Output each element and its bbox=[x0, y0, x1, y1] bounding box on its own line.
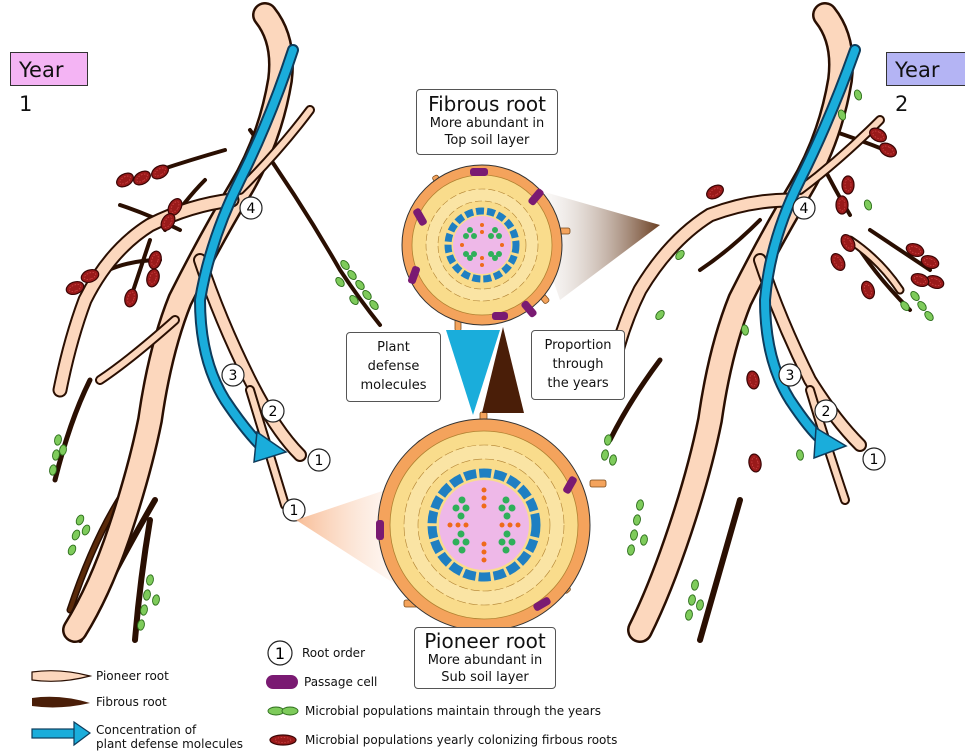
root-order-marker-1: 1 bbox=[863, 448, 885, 470]
legend-fibrous-root-icon bbox=[32, 697, 90, 708]
year1-root-system: 4 3 2 1 1 bbox=[49, 15, 380, 640]
legend-passage-cell-label: Passage cell bbox=[304, 675, 377, 689]
svg-text:3: 3 bbox=[786, 368, 795, 384]
svg-text:4: 4 bbox=[800, 201, 809, 217]
svg-text:1: 1 bbox=[290, 503, 299, 519]
pioneer-root-title: Pioneer root bbox=[415, 630, 555, 652]
root-order-marker-2: 2 bbox=[262, 400, 284, 422]
legend-red-microbe-icon bbox=[270, 735, 296, 745]
legend-root-order-label: Root order bbox=[302, 646, 365, 660]
plant-defense-callout: Plant defense molecules bbox=[346, 332, 441, 402]
svg-text:1: 1 bbox=[870, 452, 879, 468]
fibrous-root-callout: Fibrous root More abundant in Top soil l… bbox=[416, 89, 558, 155]
legend-microbes-colonizing-label: Microbial populations yearly colonizing … bbox=[305, 733, 617, 747]
legend-root-order-icon: 1 bbox=[268, 641, 292, 665]
fibrous-root-title: Fibrous root bbox=[417, 93, 557, 115]
svg-text:4: 4 bbox=[247, 201, 256, 217]
legend-concentration-label-line2: plant defense molecules bbox=[96, 737, 243, 751]
svg-text:1: 1 bbox=[315, 453, 324, 469]
legend-defense-arrow-icon bbox=[32, 722, 90, 745]
svg-text:3: 3 bbox=[229, 368, 238, 384]
pioneer-root-callout: Pioneer root More abundant in Sub soil l… bbox=[414, 627, 556, 689]
fibrous-root-line2: Top soil layer bbox=[417, 132, 557, 149]
plant-defense-line2: defense bbox=[347, 357, 440, 376]
root-order-marker-2: 2 bbox=[815, 400, 837, 422]
year1-label: Year 1 bbox=[10, 52, 88, 86]
legend-green-microbe-icon bbox=[268, 707, 298, 715]
root-order-marker-3: 3 bbox=[779, 364, 801, 386]
legend-fibrous-root-label: Fibrous root bbox=[96, 695, 167, 709]
proportion-line1: Proportion bbox=[532, 336, 624, 355]
fibrous-root-cross-section bbox=[402, 165, 570, 331]
pioneer-root-cross-section bbox=[376, 412, 606, 631]
legend-microbes-maintain-label: Microbial populations maintain through t… bbox=[305, 704, 601, 718]
pioneer-root-line1: More abundant in bbox=[415, 652, 555, 669]
year2-root-system: 4 3 2 1 bbox=[601, 15, 946, 640]
proportion-callout: Proportion through the years bbox=[531, 330, 625, 400]
legend-concentration-label-line1: Concentration of bbox=[96, 723, 196, 737]
svg-text:2: 2 bbox=[269, 404, 278, 420]
legend-pioneer-root-icon bbox=[32, 671, 90, 682]
legend-pioneer-root-label: Pioneer root bbox=[96, 669, 169, 683]
year2-pioneer-roots bbox=[610, 15, 900, 630]
year2-label: Year 2 bbox=[886, 52, 965, 86]
svg-text:2: 2 bbox=[822, 404, 831, 420]
svg-text:1: 1 bbox=[275, 644, 285, 663]
plant-defense-line1: Plant bbox=[347, 338, 440, 357]
root-order-marker-4: 4 bbox=[240, 197, 262, 219]
root-order-marker-3: 3 bbox=[222, 364, 244, 386]
fibrous-root-line1: More abundant in bbox=[417, 115, 557, 132]
legend-passage-cell-icon bbox=[266, 675, 298, 689]
root-order-marker-1: 1 bbox=[283, 499, 305, 521]
proportion-line2: through bbox=[532, 355, 624, 374]
root-order-marker-4: 4 bbox=[793, 197, 815, 219]
pioneer-root-line2: Sub soil layer bbox=[415, 669, 555, 686]
plant-defense-line3: molecules bbox=[347, 376, 440, 395]
proportion-line3: the years bbox=[532, 374, 624, 393]
root-order-marker-1: 1 bbox=[308, 449, 330, 471]
